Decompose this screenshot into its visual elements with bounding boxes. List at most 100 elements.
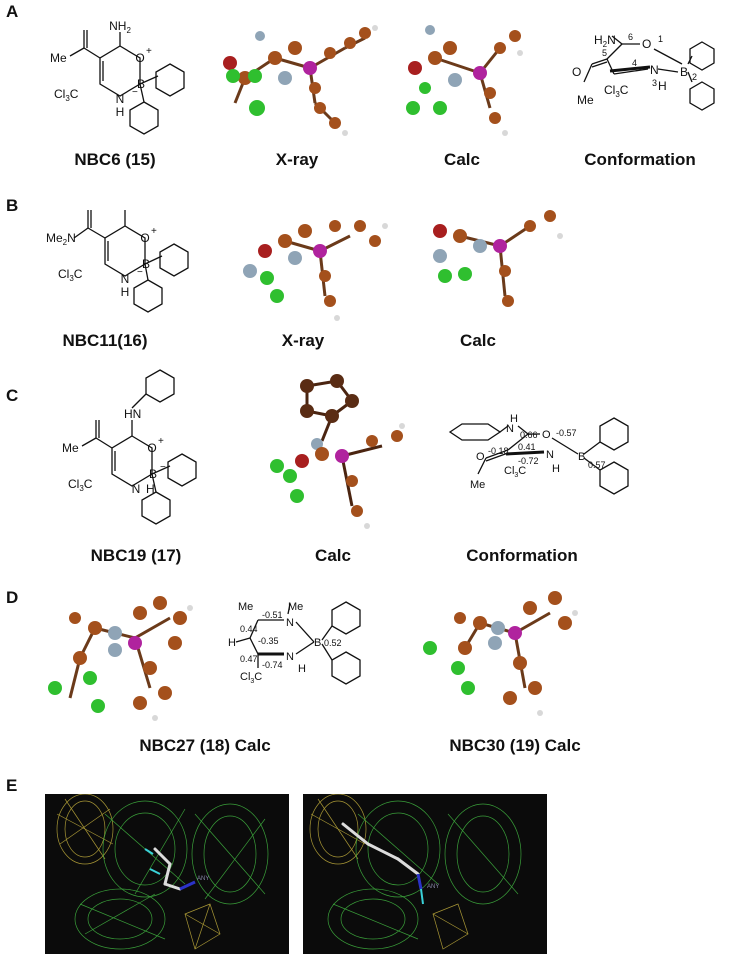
panel-e-letter: E xyxy=(6,776,18,795)
conf6-o1: O xyxy=(642,37,651,51)
conf19-cl3c: Cl xyxy=(504,465,514,477)
conf19-n-ring: N xyxy=(546,449,554,461)
nbc27-n-top: N xyxy=(286,617,294,629)
charge-27-1: -0.51 xyxy=(262,610,283,620)
charge-27-4: 0.52 xyxy=(324,638,342,648)
pharmacophore-view-left: ANY xyxy=(45,794,289,954)
svg-text:6: 6 xyxy=(628,32,633,42)
charge-27-6: -0.74 xyxy=(262,660,283,670)
probe-label-left: ANY xyxy=(197,876,209,882)
nbc6-calc-model xyxy=(406,25,523,136)
conf19-b: B xyxy=(578,451,585,463)
conf6-o-ketone: O xyxy=(572,65,581,79)
nbc27-calc-model xyxy=(48,596,193,721)
charge-19-1: 0.66 xyxy=(520,430,538,440)
svg-text:2: 2 xyxy=(692,72,697,82)
caption-b-xray: X-ray xyxy=(281,331,325,350)
nbc6-b: B xyxy=(137,77,145,91)
nbc6-me: Me xyxy=(50,51,67,65)
caption-b-calc: Calc xyxy=(460,331,496,350)
conf19-o-ketone: O xyxy=(476,451,485,463)
nbc19-o: O xyxy=(147,441,156,455)
svg-text:5: 5 xyxy=(602,48,607,58)
charge-27-2: 0.44 xyxy=(240,624,258,634)
charge-19-3: -0.18 xyxy=(488,446,509,456)
nbc6-structure: NH2 O + B − N H Me Cl3C xyxy=(50,19,185,135)
conf19-me: Me xyxy=(470,479,485,491)
nbc27-n-bottom: N xyxy=(286,651,294,663)
caption-nbc19: NBC19 (17) xyxy=(90,546,182,565)
nbc6-cl3c: Cl xyxy=(54,87,65,101)
nbc19-hn: HN xyxy=(124,407,141,421)
conf19-h-ring: H xyxy=(552,463,560,475)
svg-text:Cl3C: Cl3C xyxy=(504,465,526,479)
conf6-h: H xyxy=(658,79,667,93)
svg-text:H2N: H2N xyxy=(594,33,616,49)
caption-c-calc: Calc xyxy=(315,546,351,565)
nbc19-cl3c: Cl xyxy=(68,477,79,491)
nbc27-h-nh: H xyxy=(298,663,306,675)
nbc11-structure: Me2N O + B − N H Cl3C xyxy=(46,210,189,313)
nbc6-n: N xyxy=(116,92,125,106)
nbc19-me: Me xyxy=(62,441,79,455)
svg-text:4: 4 xyxy=(632,58,637,68)
svg-text:Cl3C: Cl3C xyxy=(240,671,262,685)
svg-text:+: + xyxy=(151,226,157,237)
svg-text:Cl3C: Cl3C xyxy=(58,267,83,283)
conf19-o: O xyxy=(542,429,551,441)
svg-text:3: 3 xyxy=(652,78,657,88)
conf19-h: H xyxy=(510,413,518,425)
svg-text:Me2N: Me2N xyxy=(46,231,76,247)
svg-text:+: + xyxy=(146,46,152,57)
caption-a-conformation: Conformation xyxy=(584,150,696,169)
nbc19-structure: HN O + B − N H Me Cl3C xyxy=(62,369,197,525)
nbc6-conformation: H2N O N H B O Me Cl3C 6 5 4 3 2 1 xyxy=(572,32,715,111)
panel-c-letter: C xyxy=(6,386,19,405)
nbc11-h: H xyxy=(121,285,130,299)
caption-nbc6: NBC6 (15) xyxy=(74,150,156,169)
nbc27-b: B xyxy=(314,637,321,649)
nbc19-nh: N xyxy=(132,482,141,496)
charge-19-4: 0.41 xyxy=(518,442,536,452)
nbc27-h-left: H xyxy=(228,637,236,649)
pharmacophore-view-right: ANY xyxy=(303,794,547,954)
nbc19-conformation: H N O N H B O Me Cl3C 0.66 -0.57 -0.18 0… xyxy=(448,413,629,495)
nbc27-me-n: Me xyxy=(288,601,303,613)
nbc11-b: B xyxy=(142,257,150,271)
caption-nbc11: NBC11(16) xyxy=(62,331,148,350)
caption-a-xray: X-ray xyxy=(275,150,319,169)
nbc19-b: B xyxy=(149,467,157,481)
nbc11-o: O xyxy=(140,231,149,245)
charge-19-5: -0.72 xyxy=(518,456,539,466)
nbc11-xray-model xyxy=(243,220,388,321)
panel-d-letter: D xyxy=(6,588,19,607)
svg-text:NH2: NH2 xyxy=(109,19,131,35)
panel-a-letter: A xyxy=(6,2,19,21)
caption-nbc30: NBC30 (19) Calc xyxy=(449,736,581,755)
conf6-cl3c: Cl xyxy=(604,83,615,97)
caption-c-conformation: Conformation xyxy=(466,546,578,565)
probe-label-right: ANY xyxy=(427,884,439,890)
nbc30-calc-model xyxy=(423,591,578,716)
svg-text:1: 1 xyxy=(658,34,663,44)
svg-text:−: − xyxy=(137,267,143,278)
nbc19-h: H xyxy=(146,482,155,496)
pharmacophore-mesh-right: ANY xyxy=(309,794,522,950)
svg-text:−: − xyxy=(132,87,138,98)
charge-27-3: -0.35 xyxy=(258,636,279,646)
charge-19-2: -0.57 xyxy=(556,428,577,438)
caption-a-calc: Calc xyxy=(444,150,480,169)
conf6-me: Me xyxy=(577,93,594,107)
svg-text:Cl3C: Cl3C xyxy=(54,87,79,103)
charge-27-5: 0.47 xyxy=(240,654,258,664)
nbc6-o: O xyxy=(135,51,144,65)
conf6-b: B xyxy=(680,65,688,79)
nbc27-cl3c: Cl xyxy=(240,671,250,683)
conf6-h2n: H xyxy=(594,33,603,47)
svg-text:−: − xyxy=(160,462,166,473)
caption-nbc27: NBC27 (18) Calc xyxy=(139,736,271,755)
conf6-n: N xyxy=(650,63,659,77)
conf19-n: N xyxy=(506,423,514,435)
charge-19-6: 0.57 xyxy=(588,460,606,470)
panel-b-letter: B xyxy=(6,196,19,215)
